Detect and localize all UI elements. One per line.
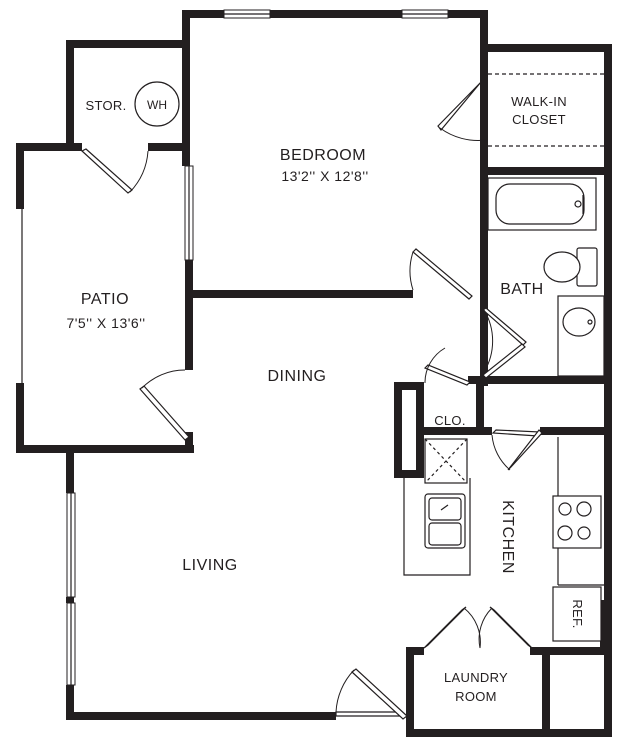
kitchen-counter (403, 438, 471, 576)
fixtures (134, 73, 605, 642)
toilet-icon (543, 247, 598, 287)
labels: STOR. WH BEDROOM 13'2'' X 12'8'' WALK-IN… (66, 94, 585, 704)
refrigerator-label: REF. (570, 599, 585, 628)
laundry-label-line2: ROOM (455, 689, 497, 704)
closet-label-line2: CLOSET (512, 112, 566, 127)
bathtub-icon (487, 177, 597, 231)
stove-icon (552, 495, 602, 549)
dining-label: DINING (268, 368, 327, 385)
entry-door (335, 668, 408, 720)
patio-label: PATIO (81, 291, 129, 308)
laundry-doors (423, 606, 533, 649)
bath-sink-icon (557, 295, 605, 377)
laundry-label-line1: LAUNDRY (444, 670, 508, 685)
storage-door (80, 148, 149, 194)
bath-label: BATH (500, 281, 543, 298)
bedroom-label: BEDROOM (280, 147, 366, 164)
patio-dims: 7'5'' X 13'6'' (66, 315, 145, 331)
doors (80, 75, 543, 720)
closet-entry-door (423, 347, 472, 386)
closet-shelves (488, 73, 604, 147)
closet-label-line1: WALK-IN (511, 94, 567, 109)
water-heater-icon (134, 81, 180, 127)
windows (21, 9, 449, 686)
kitchen-door (491, 429, 543, 471)
kitchen-label: KITCHEN (499, 500, 516, 574)
bedroom-door (409, 248, 473, 300)
walls (16, 10, 612, 737)
bath-door (482, 307, 527, 379)
patio-door (139, 369, 190, 441)
living-label: LIVING (182, 557, 237, 574)
storage-label: STOR. (86, 98, 127, 113)
bedroom-dims: 13'2'' X 12'8'' (281, 168, 368, 184)
water-heater-label: WH (147, 98, 167, 112)
closet-clo-label: CLO. (434, 413, 466, 428)
closet-door (437, 75, 487, 141)
refrigerator-icon (552, 586, 602, 642)
kitchen-sink-icon (424, 493, 466, 549)
